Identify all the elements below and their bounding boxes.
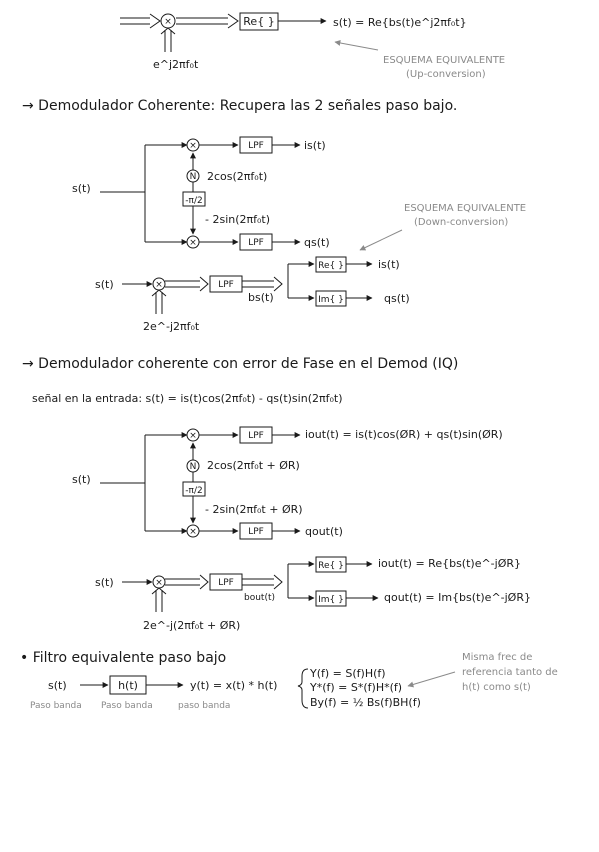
pe-phase-shift: -π/2 [185, 486, 202, 496]
phase-shift-label: -π/2 [185, 196, 202, 206]
demod-out-q: qs(t) [304, 236, 330, 249]
eq-lpf-label: LPF [218, 280, 234, 290]
filter-eq2: Y*(f) = S*(f)H*(f) [309, 681, 402, 694]
filter-label-output: paso banda [178, 701, 230, 711]
filter-input: s(t) [48, 679, 67, 692]
upconv-equiv-sub: (Up-conversion) [406, 69, 486, 80]
eq-exponential: 2e^-j2πf₀t [143, 320, 200, 333]
pe-eq-out-i: iout(t) = Re{bs(t)e^-jØR} [378, 557, 521, 570]
section3-heading: • Filtro equivalente paso bajo [20, 650, 226, 666]
downconversion-diagram: s(t) × LPF bs(t) Re{ } Im{ } is(t) qs(t)… [95, 256, 410, 333]
demod-out-i: is(t) [304, 139, 326, 152]
demod-input: s(t) [72, 182, 91, 195]
section2-heading: → Demodulador coherente con error de Fas… [22, 356, 458, 372]
filter-eq3: By(f) = ½ Bs(f)BH(f) [310, 696, 421, 709]
upconv-output: s(t) = Re{bs(t)e^j2πf₀t} [333, 16, 467, 29]
eq-im-box: Im{ } [318, 295, 344, 305]
sin-label: - 2sin(2πf₀t) [205, 213, 270, 226]
filter-h-box: h(t) [118, 679, 138, 692]
pe-sin: - 2sin(2πf₀t + ØR) [205, 503, 303, 516]
downconv-equiv-title: ESQUEMA EQUIVALENTE [404, 203, 526, 214]
pe-mixer-bottom: × [189, 527, 197, 537]
eq-bs: bs(t) [248, 291, 274, 304]
filter-label-h: Paso banda [101, 701, 153, 711]
eq-out-i: is(t) [378, 258, 400, 271]
pe-mixer-top: × [189, 431, 197, 441]
section1-heading: → Demodulador Coherente: Recupera las 2 … [22, 98, 457, 114]
filter-note-line2: referencia tanto de [462, 667, 558, 678]
section2-signal: señal en la entrada: s(t) = is(t)cos(2πf… [32, 392, 343, 405]
phase-error-equivalent-diagram: s(t) × LPF bout(t) Re{ } Im{ } iout(t) =… [95, 556, 531, 632]
filter-label-input: Paso banda [30, 701, 82, 711]
upconv-exponential: e^j2πf₀t [153, 58, 199, 71]
phase-error-demod-diagram: s(t) × × LPF iout(t) = is(t)cos(ØR) + qs… [72, 426, 503, 540]
cos-label: 2cos(2πf₀t) [207, 170, 267, 183]
mixer-symbol: × [164, 17, 172, 27]
pe-eq-bs: bout(t) [244, 593, 275, 603]
eq-out-q: qs(t) [384, 292, 410, 305]
pe-out-i: iout(t) = is(t)cos(ØR) + qs(t)sin(ØR) [305, 428, 503, 441]
eq-re-box: Re{ } [318, 261, 344, 271]
pe-lpf-top: LPF [248, 431, 264, 441]
equivalent-filter-diagram: s(t) h(t) y(t) = x(t) * h(t) Y(f) = S(f)… [30, 652, 558, 711]
downconv-equiv-sub: (Down-conversion) [414, 217, 508, 228]
pe-input: s(t) [72, 473, 91, 486]
mixer-bottom-symbol: × [189, 238, 197, 248]
oscillator-label: N [190, 172, 197, 182]
eq-mixer-symbol: × [155, 280, 163, 290]
pe-eq-input: s(t) [95, 576, 114, 589]
pe-eq-mixer: × [155, 578, 163, 588]
filter-eq1: Y(f) = S(f)H(f) [309, 667, 386, 680]
pe-eq-out-q: qout(t) = Im{bs(t)e^-jØR} [384, 591, 531, 604]
filter-output: y(t) = x(t) * h(t) [190, 679, 277, 692]
pe-eq-re-box: Re{ } [318, 561, 344, 571]
pe-eq-exponential: 2e^-j(2πf₀t + ØR) [143, 619, 240, 632]
eq-input: s(t) [95, 278, 114, 291]
pe-oscillator: N [190, 462, 197, 472]
lpf-top-label: LPF [248, 141, 264, 151]
filter-note-line1: Misma frec de [462, 652, 532, 663]
upconversion-diagram: × Re{ } s(t) = Re{bs(t)e^j2πf₀t} e^j2πf₀… [120, 12, 505, 80]
lpf-bottom-label: LPF [248, 238, 264, 248]
pe-cos: 2cos(2πf₀t + ØR) [207, 459, 300, 472]
re-box-label: Re{ } [243, 15, 274, 28]
coherent-demod-diagram: s(t) × × LPF is(t) LPF qs(t) N 2cos(2πf₀… [72, 136, 526, 251]
mixer-top-symbol: × [189, 141, 197, 151]
filter-note-line3: h(t) como s(t) [462, 682, 531, 693]
pe-eq-lpf: LPF [218, 578, 234, 588]
upconv-equiv-title: ESQUEMA EQUIVALENTE [383, 55, 505, 66]
pe-lpf-bottom: LPF [248, 527, 264, 537]
pe-out-q: qout(t) [305, 525, 343, 538]
pe-eq-im-box: Im{ } [318, 595, 344, 605]
